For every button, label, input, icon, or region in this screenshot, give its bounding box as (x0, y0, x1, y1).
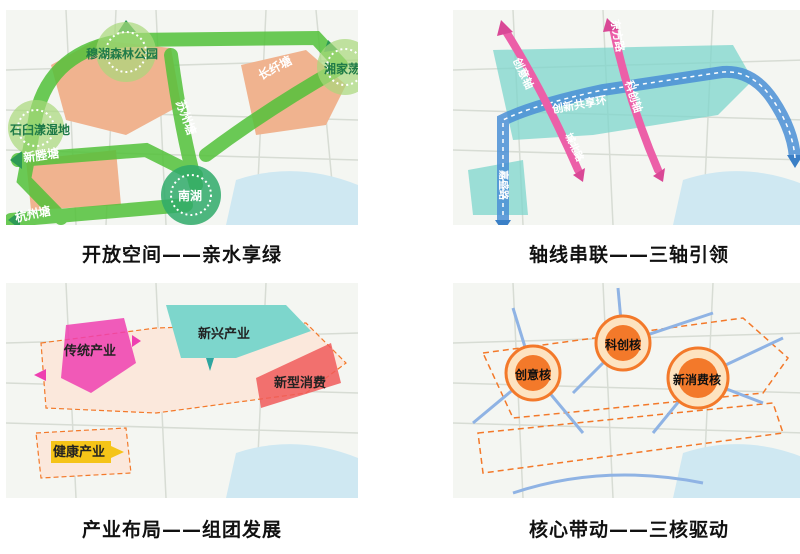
label-xinxing: 新兴产业 (198, 326, 250, 342)
cores-map: 科创核 创意核 新消费核 (453, 283, 800, 498)
caption-cores: 核心带动——三核驱动 (528, 519, 729, 541)
label-nanhu: 南湖 (178, 188, 202, 203)
label-xinxiaofei-core: 新消费核 (673, 372, 721, 387)
label-kechuang-core: 科创核 (605, 337, 641, 352)
label-jiasheng: 嘉盛路 (497, 169, 510, 201)
label-jiankang: 健康产业 (53, 444, 105, 460)
open-space-map: 穆湖森林公园 湘家荡 石臼漾湿地 长纤塘 苏州塘 新塍塘 南湖 杭州塘 (6, 10, 358, 225)
caption-axes: 轴线串联——三轴引领 (528, 244, 729, 266)
label-xiangjia: 湘家荡 (324, 61, 358, 76)
label-hangzhou: 杭州塘 (14, 203, 52, 225)
label-xinxing-xiaofei: 新型消费 (274, 375, 326, 391)
label-muhu: 穆湖森林公园 (86, 46, 158, 61)
label-dongfang: 东方路 (608, 18, 628, 54)
axes-map: 创意轴 东方路 科创轴 创新共享环 城北路 嘉盛路 (453, 10, 800, 225)
label-chuangyi-core: 创意核 (514, 367, 551, 382)
label-shijiu: 石臼漾湿地 (9, 122, 70, 137)
industry-map: 传统产业 新兴产业 新型消费 健康产业 (6, 283, 358, 498)
label-chuantong: 传统产业 (63, 343, 116, 359)
caption-open-space: 开放空间——亲水享绿 (81, 244, 282, 266)
caption-industry: 产业布局——组团发展 (81, 519, 282, 541)
label-xinteng: 新塍塘 (22, 145, 60, 165)
